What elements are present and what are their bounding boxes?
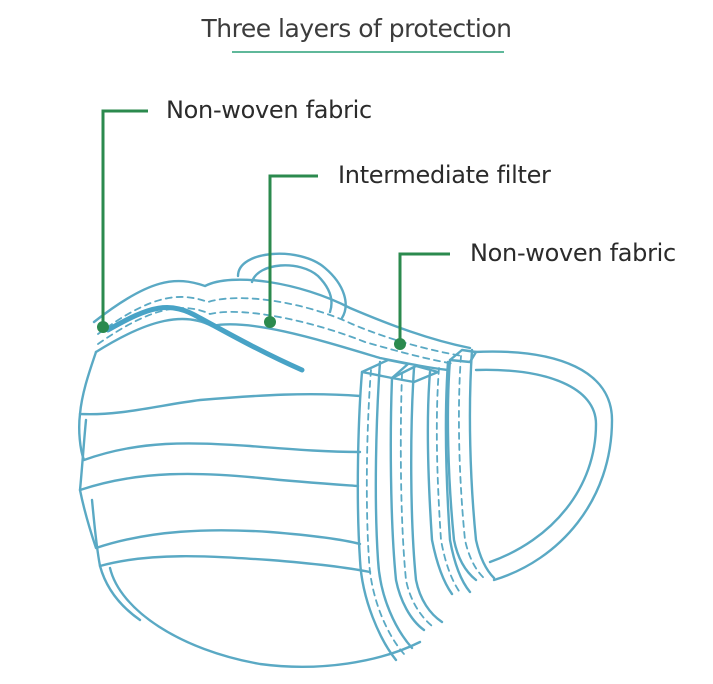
strap-2-stitch [399,373,433,627]
strap-3-stitch [435,367,462,595]
strap-4-top [448,348,478,364]
strap-4-right [468,348,496,580]
mask-chin [98,564,142,622]
strap-1-left [356,370,398,662]
callout-label-outer-layer: Non-woven fabric [166,96,372,124]
strap-2-left [389,376,426,632]
callout-dot-outer-layer [97,321,109,333]
title-underline [232,51,504,53]
front-ear-loop [472,350,614,582]
callout-dot-filter [264,316,276,328]
nose-wire [105,305,305,373]
callout-label-inner-layer: Non-woven fabric [470,239,676,267]
callout-label-filter: Intermediate filter [338,161,551,189]
callout-line-outer-layer [101,109,148,322]
callout-line-filter [268,174,318,320]
front-ear-loop-inner [474,368,598,564]
strap-3-right [444,360,472,594]
back-ear-loop-inner [250,264,333,314]
strap-1-stitch [365,369,405,655]
mask-pleat-4 [90,498,372,574]
diagram-title: Three layers of protection [201,14,513,43]
strap-4-left [446,358,478,582]
callout-line-inner-layer [398,252,450,342]
top-hem-stitch-1 [97,296,463,357]
strap-4-stitch [458,355,486,580]
strap-2-right [410,366,444,624]
strap-1-top [360,358,410,380]
mask-pleat-3 [78,488,362,550]
mask-body-top [78,350,362,416]
mask-pleat-2 [78,418,360,492]
back-ear-loop [236,252,347,320]
mask-bottom [108,566,422,668]
mask-pleat-1 [78,412,362,462]
strap-3-left [426,370,454,596]
strap-1-right [374,360,414,650]
callout-dot-inner-layer [394,338,406,350]
